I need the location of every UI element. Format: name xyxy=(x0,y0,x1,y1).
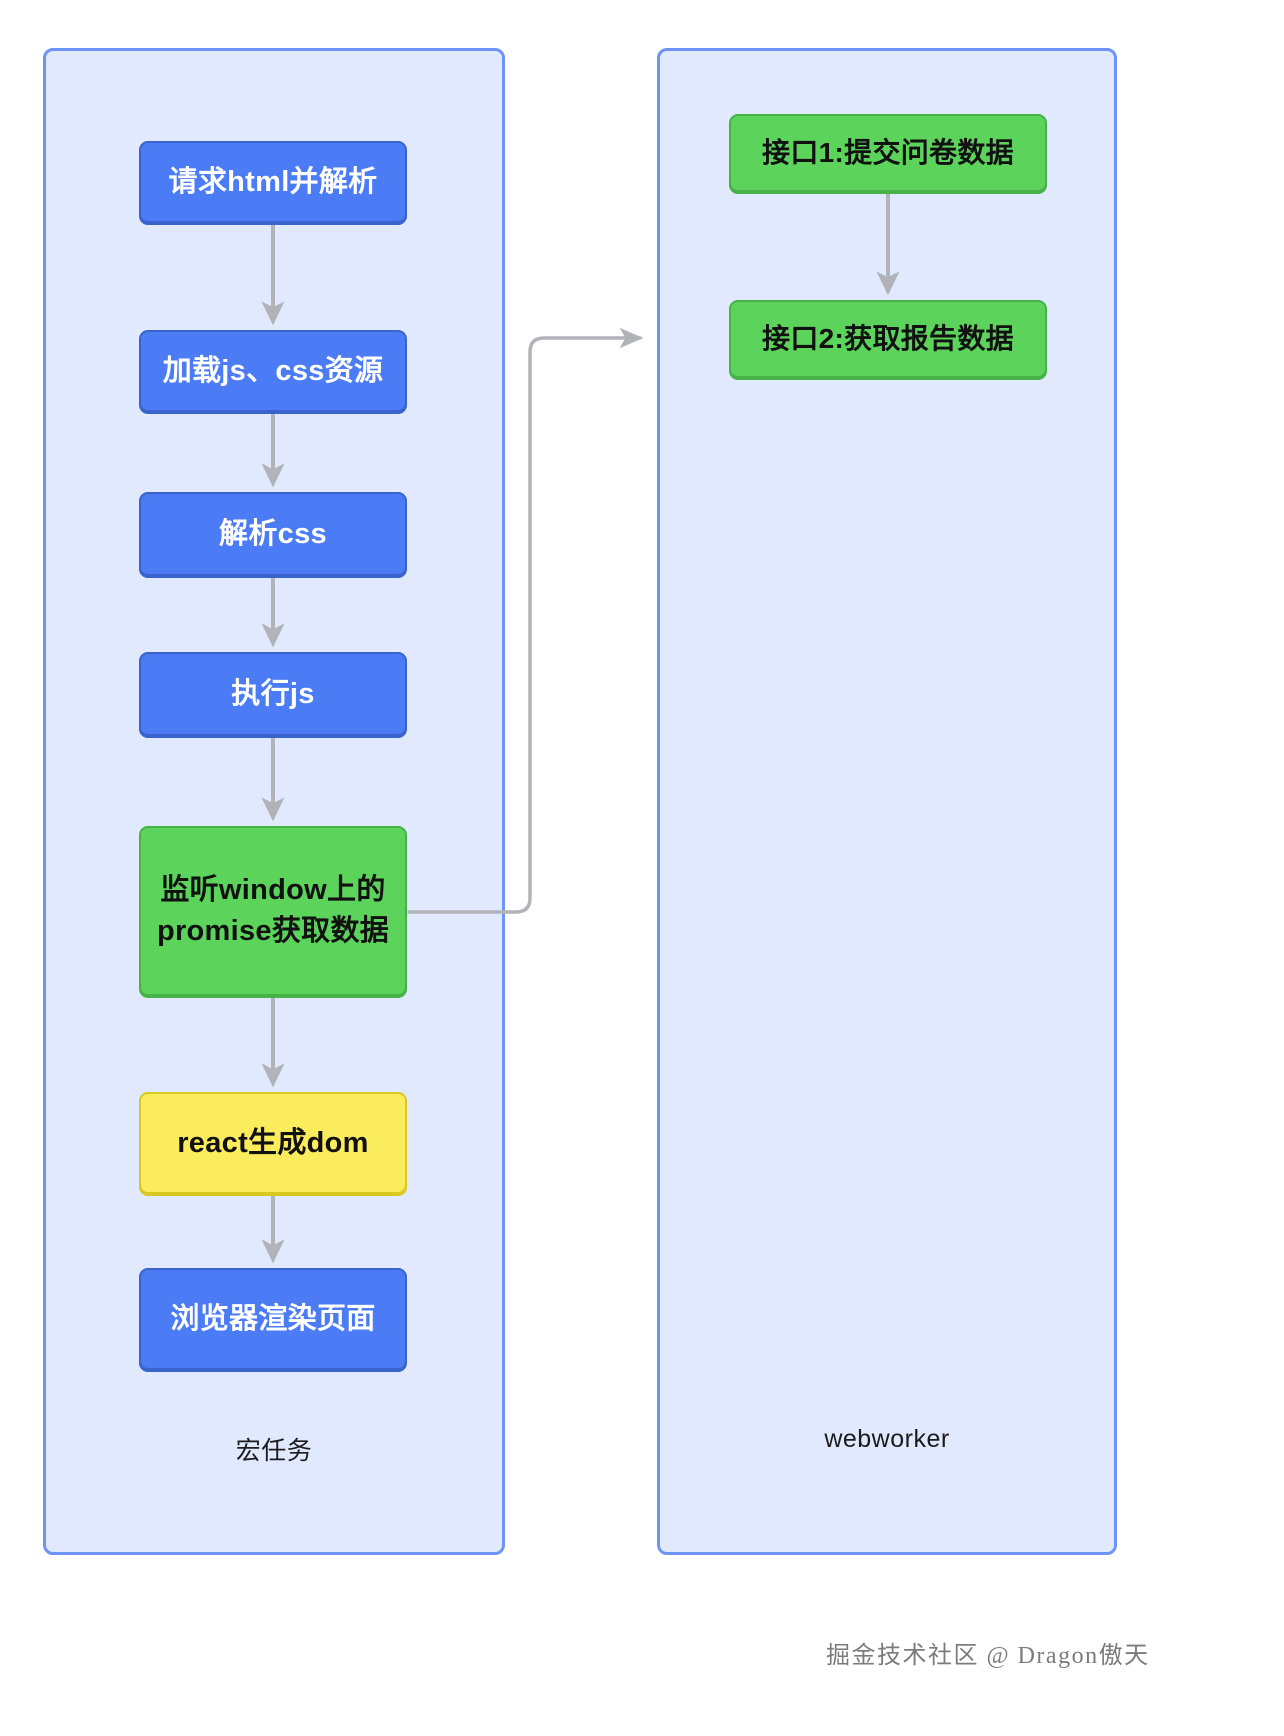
watermark-text: 掘金技术社区 @ Dragon傲天 xyxy=(826,1643,1150,1669)
panel-macrotask-label: 宏任务 xyxy=(235,1437,313,1465)
node-api-2-fetch-report[interactable]: 接口2:获取报告数据 xyxy=(729,300,1047,378)
panel-webworker: webworker xyxy=(657,48,1117,1555)
node-load-assets[interactable]: 加载js、css资源 xyxy=(139,330,407,412)
panel-webworker-label: webworker xyxy=(824,1425,950,1453)
node-promise-listener[interactable]: 监听window上的promise获取数据 xyxy=(139,826,407,996)
node-react-generate-dom[interactable]: react生成dom xyxy=(139,1092,407,1194)
node-exec-js[interactable]: 执行js xyxy=(139,652,407,736)
node-request-html[interactable]: 请求html并解析 xyxy=(139,141,407,223)
node-parse-css[interactable]: 解析css xyxy=(139,492,407,576)
node-browser-render-page[interactable]: 浏览器渲染页面 xyxy=(139,1268,407,1370)
node-api-1-submit-questionnaire[interactable]: 接口1:提交问卷数据 xyxy=(729,114,1047,192)
